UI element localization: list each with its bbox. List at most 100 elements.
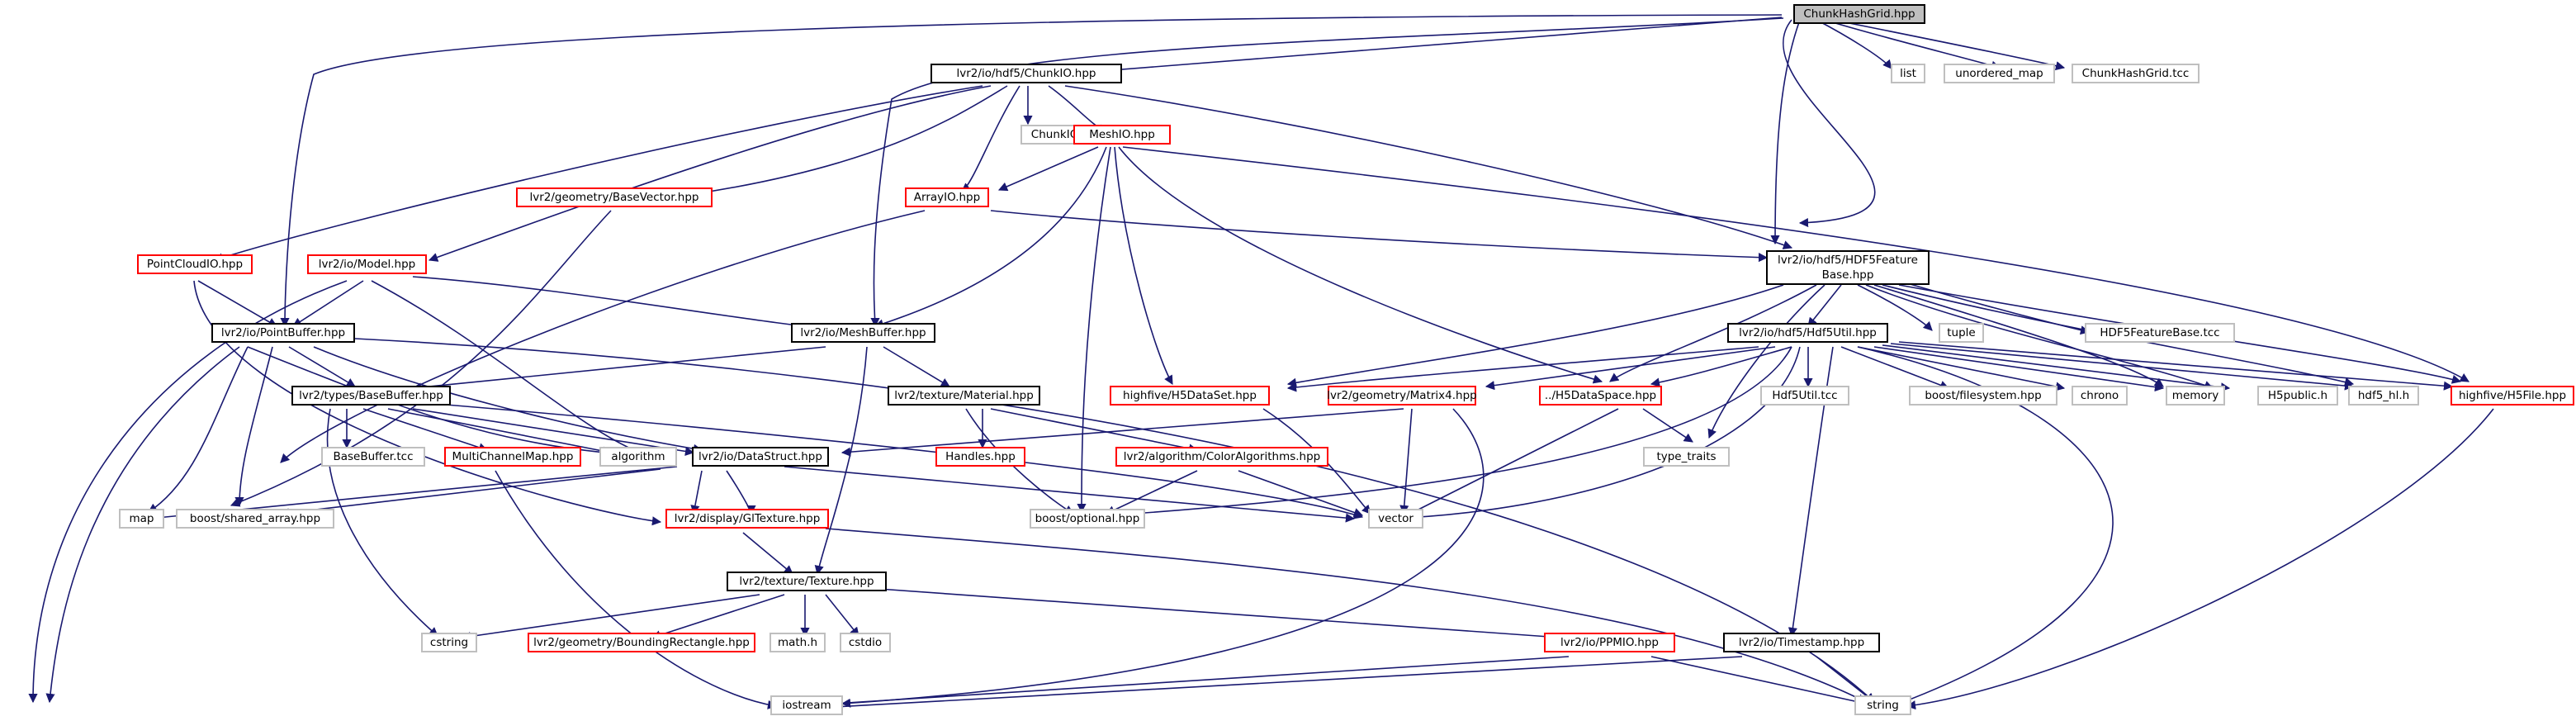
node-box <box>791 323 935 343</box>
edge <box>1402 408 1619 518</box>
edge <box>841 408 1485 708</box>
edge <box>1857 346 2066 391</box>
node-sharedarray[interactable]: boost/shared_array.hpp <box>176 509 334 529</box>
edge <box>1286 284 1784 387</box>
edge <box>230 210 612 507</box>
edge <box>1077 146 1111 514</box>
node-label: lvr2/io/Model.hpp <box>319 258 416 271</box>
node-arrayio[interactable]: ArrayIO.hpp <box>905 187 989 207</box>
node-box <box>930 64 1122 83</box>
edge <box>387 408 613 456</box>
node-memory[interactable]: memory <box>2166 386 2225 406</box>
node-timestamp[interactable]: lvr2/io/Timestamp.hpp <box>1723 633 1880 652</box>
node-texture[interactable]: lvr2/texture/Texture.hpp <box>727 572 887 591</box>
node-meshio[interactable]: MeshIO.hpp <box>1073 125 1171 145</box>
node-hdf5fb-2[interactable]: Base.hpp <box>1822 268 1874 282</box>
edge <box>280 210 926 463</box>
node-label: lvr2/io/hdf5/HDF5Feature <box>1778 254 1918 267</box>
node-box <box>1539 386 1662 406</box>
node-algorithm[interactable]: algorithm <box>599 447 677 467</box>
node-label: Base.hpp <box>1822 268 1874 282</box>
node-map[interactable]: map <box>119 509 164 529</box>
node-box <box>321 447 425 467</box>
node-chunkio[interactable]: lvr2/io/hdf5/ChunkIO.hpp <box>930 64 1122 83</box>
edge <box>326 408 438 637</box>
node-mathh[interactable]: math.h <box>769 633 826 652</box>
edge <box>1064 85 1793 249</box>
edge <box>148 346 249 513</box>
dependency-edges <box>28 14 2494 712</box>
node-box <box>1760 386 1849 406</box>
node-meshbuffer[interactable]: lvr2/io/MeshBuffer.hpp <box>791 323 935 343</box>
node-cstdio[interactable]: cstdio <box>840 633 891 652</box>
node-string[interactable]: string <box>1854 695 1911 715</box>
node-basebuffer[interactable]: lvr2/types/BaseBuffer.hpp <box>291 386 451 406</box>
node-gltexture[interactable]: lvr2/display/GlTexture.hpp <box>665 509 829 529</box>
node-hdf5utiltcc[interactable]: Hdf5Util.tcc <box>1760 386 1849 406</box>
node-box <box>840 633 891 652</box>
node-box <box>307 254 427 274</box>
edge <box>1485 346 1776 391</box>
edge <box>726 470 756 515</box>
node-cstring[interactable]: cstring <box>421 633 477 652</box>
node-matrix4[interactable]: lvr2/geometry/Matrix4.hpp <box>1327 386 1477 406</box>
node-label: lvr2/geometry/Matrix4.hpp <box>1327 389 1476 402</box>
node-material[interactable]: lvr2/texture/Material.hpp <box>888 386 1040 406</box>
node-h5file[interactable]: highfive/H5File.hpp <box>2451 386 2574 406</box>
edge <box>1865 284 2214 390</box>
edge <box>1286 346 1759 392</box>
node-boundingrect[interactable]: lvr2/geometry/BoundingRectangle.hpp <box>528 633 755 652</box>
node-label: lvr2/algorithm/ColorAlgorithms.hpp <box>1124 450 1321 463</box>
node-umap[interactable]: unordered_map <box>1944 64 2055 83</box>
edge <box>1078 17 1783 77</box>
edge <box>279 468 661 518</box>
node-label: hdf5_hl.h <box>2358 389 2409 402</box>
node-vector[interactable]: vector <box>1368 509 1423 529</box>
node-multichannel[interactable]: MultiChannelMap.hpp <box>444 447 581 467</box>
node-box <box>291 386 451 406</box>
node-hdf5util[interactable]: lvr2/io/hdf5/Hdf5Util.hpp <box>1727 323 1888 343</box>
node-hdf5fb-1[interactable]: lvr2/io/hdf5/HDF5Feature <box>1766 250 1930 285</box>
node-label: lvr2/geometry/BaseVector.hpp <box>529 191 698 204</box>
node-model[interactable]: lvr2/io/Model.hpp <box>307 254 427 274</box>
node-pointbuffer[interactable]: lvr2/io/PointBuffer.hpp <box>211 323 355 343</box>
node-boostfs[interactable]: boost/filesystem.hpp <box>1909 386 2057 406</box>
node-h5dataspace[interactable]: ../H5DataSpace.hpp <box>1539 386 1662 406</box>
node-tuple[interactable]: tuple <box>1939 323 1984 343</box>
node-box <box>211 323 355 343</box>
node-h5dataset[interactable]: highfive/H5DataSet.hpp <box>1110 386 1270 406</box>
node-basebuffertcc[interactable]: BaseBuffer.tcc <box>321 447 425 467</box>
edge <box>1105 470 1198 515</box>
node-chrono[interactable]: chrono <box>2072 386 2128 406</box>
edge <box>690 470 703 515</box>
node-box <box>1368 509 1423 529</box>
node-label: iostream <box>782 699 831 712</box>
node-label: MultiChannelMap.hpp <box>452 450 574 463</box>
node-datastruct[interactable]: lvr2/io/DataStruct.hpp <box>692 447 829 467</box>
node-typetraits[interactable]: type_traits <box>1643 447 1730 467</box>
node-box <box>1723 633 1880 652</box>
node-h5public[interactable]: H5public.h <box>2257 386 2338 406</box>
node-iostream[interactable]: iostream <box>770 695 843 715</box>
node-chgtcc[interactable]: ChunkHashGrid.tcc <box>2072 64 2200 83</box>
node-hdf5hl[interactable]: hdf5_hl.h <box>2348 386 2419 406</box>
node-label: algorithm <box>611 450 665 463</box>
node-ppmio[interactable]: lvr2/io/PPMIO.hpp <box>1544 633 1675 652</box>
node-list[interactable]: list <box>1891 64 1925 83</box>
node-box <box>176 509 334 529</box>
node-root[interactable]: ChunkHashGrid.hpp <box>1793 4 1925 24</box>
edge <box>742 532 793 575</box>
node-hdf5fbtcc[interactable]: HDF5FeatureBase.tcc <box>2085 323 2235 343</box>
edge <box>651 594 785 640</box>
edge <box>292 280 364 327</box>
node-optional[interactable]: boost/optional.hpp <box>1030 509 1145 529</box>
node-handles[interactable]: Handles.hpp <box>935 447 1025 467</box>
node-box <box>1944 64 2055 83</box>
node-basevector[interactable]: lvr2/geometry/BaseVector.hpp <box>516 187 713 207</box>
edge <box>990 408 1199 453</box>
edge <box>1873 284 2164 387</box>
node-pointcloudio[interactable]: PointCloudIO.hpp <box>137 254 253 274</box>
node-coloralg[interactable]: lvr2/algorithm/ColorAlgorithms.hpp <box>1115 447 1328 467</box>
node-label: boost/shared_array.hpp <box>190 512 320 525</box>
edge <box>874 146 1107 329</box>
